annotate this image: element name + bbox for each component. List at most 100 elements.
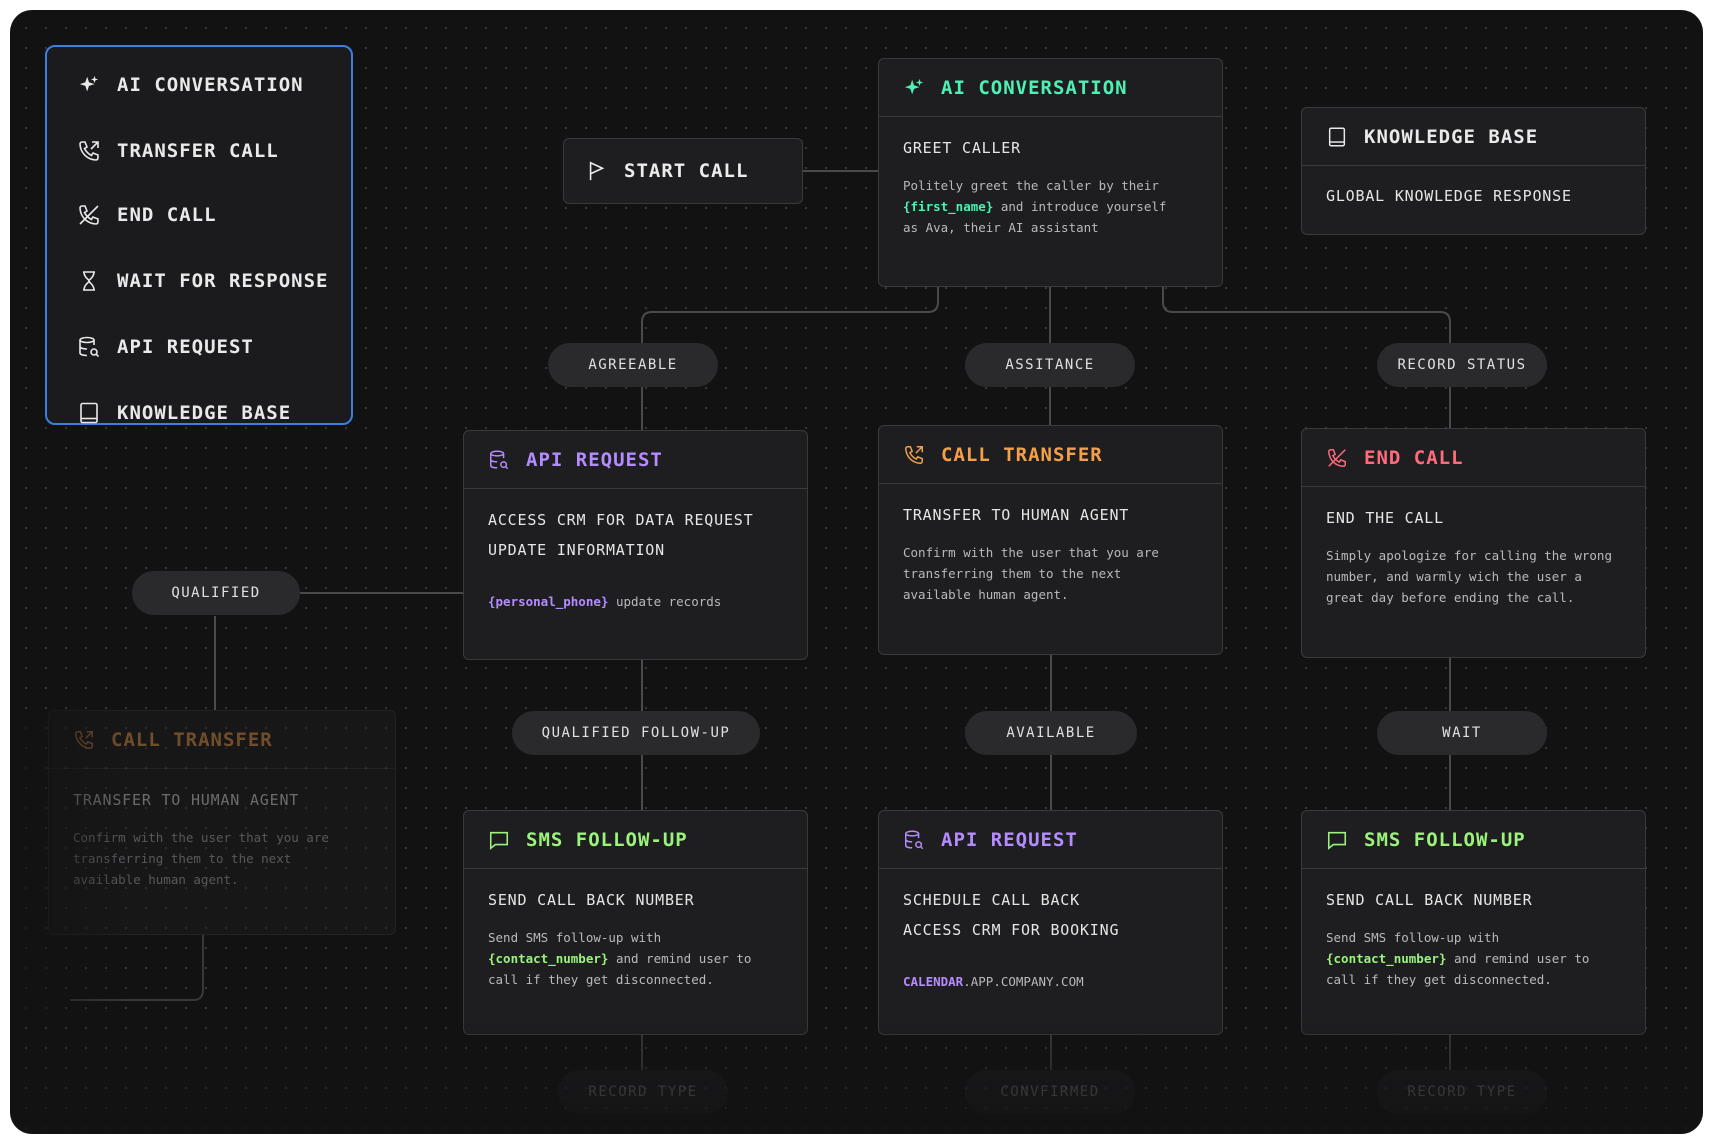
edge-label-record-status[interactable]: RECORD STATUS	[1377, 343, 1547, 387]
start-call-node[interactable]: START CALL	[563, 138, 803, 204]
edge-label-record-type[interactable]: RECORD TYPE	[558, 1070, 728, 1114]
node-title: KNOWLEDGE BASE	[1364, 125, 1539, 148]
desc-text: Confirm with the user that you are	[73, 830, 329, 845]
node-line: ACCESS CRM FOR BOOKING	[903, 921, 1120, 939]
node-title: CALL TRANSFER	[941, 443, 1103, 466]
desc-text: Confirm with the user that you are	[903, 545, 1159, 560]
sparkle-icon	[903, 77, 925, 99]
desc-text: as Ava, their AI assistant	[903, 220, 1099, 235]
end-call-node[interactable]: END CALL END THE CALL Simply apologize f…	[1301, 428, 1646, 658]
desc-text: transferring them to the next	[903, 566, 1122, 581]
wire-ai-to-end	[1162, 287, 1451, 430]
sms-follow-up-node[interactable]: SMS FOLLOW-UP SEND CALL BACK NUMBER Send…	[463, 810, 808, 1035]
node-line: SCHEDULE CALL BACK	[903, 891, 1080, 909]
node-description: Politely greet the caller by their {firs…	[903, 175, 1198, 238]
desc-text: Send SMS follow-up with	[488, 930, 662, 945]
api-request-node[interactable]: API REQUEST ACCESS CRM FOR DATA REQUEST …	[463, 430, 808, 660]
variable-token: {first_name}	[903, 199, 994, 214]
palette-item-wait-for-response[interactable]: WAIT FOR RESPONSE	[77, 269, 328, 293]
desc-text: Simply apologize for calling the wrong	[1326, 548, 1612, 563]
sparkle-icon	[77, 73, 101, 97]
message-icon	[1326, 829, 1348, 851]
node-header: SMS FOLLOW-UP	[464, 811, 807, 869]
node-description: Confirm with the user that you are trans…	[73, 827, 371, 890]
wire-ghost-out	[70, 935, 204, 1001]
edge-label-confirmed[interactable]: CONVFIRMED	[965, 1070, 1135, 1114]
node-title: END CALL	[1364, 446, 1464, 469]
desc-text: and remind user to	[1446, 951, 1590, 966]
knowledge-base-node[interactable]: KNOWLEDGE BASE GLOBAL KNOWLEDGE RESPONSE	[1301, 107, 1646, 235]
variable-token: {contact_number}	[1326, 951, 1447, 966]
node-header: AI CONVERSATION	[879, 59, 1222, 117]
ai-conversation-node[interactable]: AI CONVERSATION GREET CALLER Politely gr…	[878, 58, 1223, 287]
node-title: API REQUEST	[941, 828, 1078, 851]
node-header: SMS FOLLOW-UP	[1302, 811, 1645, 869]
node-palette: AI CONVERSATION TRANSFER CALL END CALL W…	[45, 45, 353, 425]
variable-token: {personal_phone}	[488, 594, 609, 609]
url-highlight: CALENDAR	[903, 974, 964, 989]
desc-text: great day before ending the call.	[1326, 590, 1575, 605]
phone-off-icon	[77, 203, 101, 227]
node-description: Send SMS follow-up with {contact_number}…	[488, 927, 783, 990]
node-title: AI CONVERSATION	[941, 76, 1128, 99]
node-line: UPDATE INFORMATION	[488, 541, 665, 559]
phone-forward-icon	[73, 729, 95, 751]
desc-text: and remind user to	[608, 951, 752, 966]
sms-follow-up-node[interactable]: SMS FOLLOW-UP SEND CALL BACK NUMBER Send…	[1301, 810, 1646, 1035]
node-title: CALL TRANSFER	[111, 728, 273, 751]
edge-label-wait[interactable]: WAIT	[1377, 711, 1547, 755]
node-description: {personal_phone} update records	[488, 591, 783, 612]
palette-item-knowledge-base[interactable]: KNOWLEDGE BASE	[77, 401, 291, 425]
palette-item-ai-conversation[interactable]: AI CONVERSATION	[77, 73, 304, 97]
edge-label-agreeable[interactable]: AGREEABLE	[548, 343, 718, 387]
desc-text: available human agent.	[903, 587, 1069, 602]
book-icon	[77, 401, 101, 425]
database-search-icon	[77, 335, 101, 359]
url-text: .APP.COMPANY.COM	[963, 974, 1084, 989]
palette-item-label: API REQUEST	[117, 336, 254, 358]
node-line: ACCESS CRM FOR DATA REQUEST	[488, 511, 754, 529]
palette-item-label: KNOWLEDGE BASE	[117, 402, 292, 424]
palette-item-label: WAIT FOR RESPONSE	[117, 270, 329, 292]
message-icon	[488, 829, 510, 851]
edge-label-assistance[interactable]: ASSITANCE	[965, 343, 1135, 387]
edge-label-qualified[interactable]: QUALIFIED	[132, 571, 300, 615]
node-header: KNOWLEDGE BASE	[1302, 108, 1645, 166]
edge-label-available[interactable]: AVAILABLE	[965, 711, 1137, 755]
desc-text: and introduce yourself	[993, 199, 1167, 214]
node-url[interactable]: CALENDAR.APP.COMPANY.COM	[903, 971, 1198, 992]
flag-icon	[586, 160, 608, 182]
palette-item-label: END CALL	[117, 204, 217, 226]
node-title: SMS FOLLOW-UP	[1364, 828, 1526, 851]
node-subtitle: END THE CALL	[1326, 509, 1444, 527]
node-title: API REQUEST	[526, 448, 663, 471]
node-description: Send SMS follow-up with {contact_number}…	[1326, 927, 1621, 990]
palette-item-end-call[interactable]: END CALL	[77, 203, 217, 227]
variable-token: {contact_number}	[488, 951, 609, 966]
phone-off-icon	[1326, 447, 1348, 469]
palette-item-transfer-call[interactable]: TRANSFER CALL	[77, 139, 279, 163]
palette-item-label: TRANSFER CALL	[117, 140, 279, 162]
desc-text: Send SMS follow-up with	[1326, 930, 1500, 945]
start-call-label: START CALL	[624, 160, 749, 182]
edge-label-qualified-follow-up[interactable]: QUALIFIED FOLLOW-UP	[512, 711, 760, 755]
hourglass-icon	[77, 269, 101, 293]
node-subtitle: TRANSFER TO HUMAN AGENT	[903, 506, 1130, 524]
node-header: CALL TRANSFER	[49, 711, 395, 769]
call-transfer-node-dragging[interactable]: CALL TRANSFER TRANSFER TO HUMAN AGENT Co…	[48, 710, 396, 935]
palette-item-api-request[interactable]: API REQUEST	[77, 335, 254, 359]
desc-text: call if they get disconnected.	[1326, 972, 1552, 987]
api-request-node[interactable]: API REQUEST SCHEDULE CALL BACK ACCESS CR…	[878, 810, 1223, 1035]
desc-text: number, and warmly wich the user a	[1326, 569, 1582, 584]
desc-text: Politely greet the caller by their	[903, 178, 1159, 193]
edge-label-record-type[interactable]: RECORD TYPE	[1377, 1070, 1547, 1114]
book-icon	[1326, 126, 1348, 148]
call-transfer-node[interactable]: CALL TRANSFER TRANSFER TO HUMAN AGENT Co…	[878, 425, 1223, 655]
node-subtitle: SEND CALL BACK NUMBER	[488, 891, 695, 909]
node-subtitle: GREET CALLER	[903, 139, 1021, 157]
node-header: CALL TRANSFER	[879, 426, 1222, 484]
flow-canvas[interactable]: AI CONVERSATION TRANSFER CALL END CALL W…	[10, 10, 1703, 1134]
desc-text: transferring them to the next	[73, 851, 292, 866]
node-subtitle: SEND CALL BACK NUMBER	[1326, 891, 1533, 909]
node-subtitle: TRANSFER TO HUMAN AGENT	[73, 791, 300, 809]
